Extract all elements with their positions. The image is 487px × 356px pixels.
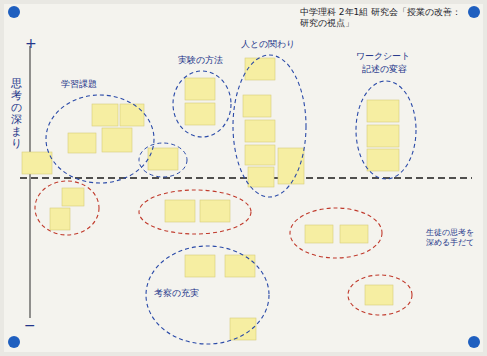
paper-sheet	[4, 4, 483, 352]
group-ellipse-line	[173, 71, 231, 137]
side-note: 生徒の思考を深める手だて	[426, 228, 476, 249]
blue-group-outlines	[139, 143, 187, 177]
sticky-note	[278, 148, 304, 184]
sticky-note	[230, 318, 256, 340]
horizontal-axis	[20, 177, 472, 178]
axis-plus: +	[25, 36, 37, 50]
group-label: ワークシート	[355, 52, 411, 62]
group-ellipse: 実験の方法	[172, 56, 232, 138]
sticky-note	[245, 145, 275, 165]
group-ellipse: 人との関わり	[232, 40, 307, 198]
group-ellipse: 考察の充実	[145, 245, 270, 345]
group-ellipse-line	[46, 95, 154, 183]
sticky-note	[245, 120, 275, 142]
vertical-axis	[30, 46, 31, 318]
push-pin	[8, 6, 20, 18]
sticky-note	[185, 78, 215, 100]
group-label: 実験の方法	[177, 56, 224, 66]
group-ellipse	[348, 275, 412, 315]
sticky-note	[367, 125, 399, 147]
sticky-note	[68, 133, 96, 153]
sticky-note	[367, 149, 399, 171]
group-ellipse	[139, 190, 251, 234]
group-outline	[172, 56, 232, 138]
axis-minus: −	[24, 318, 36, 332]
sticky-note	[120, 104, 144, 126]
sticky-note	[225, 255, 255, 277]
group-outline	[45, 80, 155, 185]
sticky-note	[185, 255, 215, 277]
push-pin	[8, 336, 20, 348]
group-label: 学習課題	[60, 80, 98, 90]
group-ellipse-line	[146, 246, 269, 344]
poster-title: 中学理科 2年1組 研究会「授業の改善：研究の視点」	[300, 7, 468, 30]
sticky-note	[248, 167, 274, 187]
group-label: 記述の変容	[361, 65, 408, 75]
group-ellipse	[35, 181, 99, 235]
sticky-note	[365, 285, 393, 305]
sticky-note	[305, 225, 333, 243]
group-ellipse: ワークシート記述の変容	[355, 52, 417, 182]
sticky-note	[185, 103, 215, 125]
group-ellipse	[290, 208, 382, 258]
group-label: 人との関わり	[240, 40, 296, 50]
sticky-note	[148, 148, 178, 170]
group-label: 考察の充実	[153, 289, 200, 299]
group-ellipse: 学習課題	[45, 80, 155, 185]
sticky-note	[245, 58, 275, 80]
sticky-note	[62, 188, 84, 206]
sticky-notes	[22, 58, 399, 340]
sticky-note	[22, 152, 52, 174]
group-ellipse-line	[356, 81, 416, 179]
sticky-note	[200, 200, 230, 222]
sticky-note	[367, 100, 399, 122]
group-outline	[232, 40, 307, 198]
sticky-note	[102, 128, 132, 152]
sticky-note	[340, 225, 368, 243]
push-pins	[8, 6, 480, 348]
sticky-note	[50, 208, 70, 230]
sticky-note	[243, 95, 271, 117]
group-ellipse-line	[233, 55, 306, 197]
sticky-note	[165, 200, 195, 222]
group-ellipse	[139, 143, 187, 177]
axis-label: 思考の深まり	[11, 78, 22, 151]
push-pin	[468, 336, 480, 348]
push-pin	[468, 6, 480, 18]
sticky-note	[92, 104, 118, 126]
